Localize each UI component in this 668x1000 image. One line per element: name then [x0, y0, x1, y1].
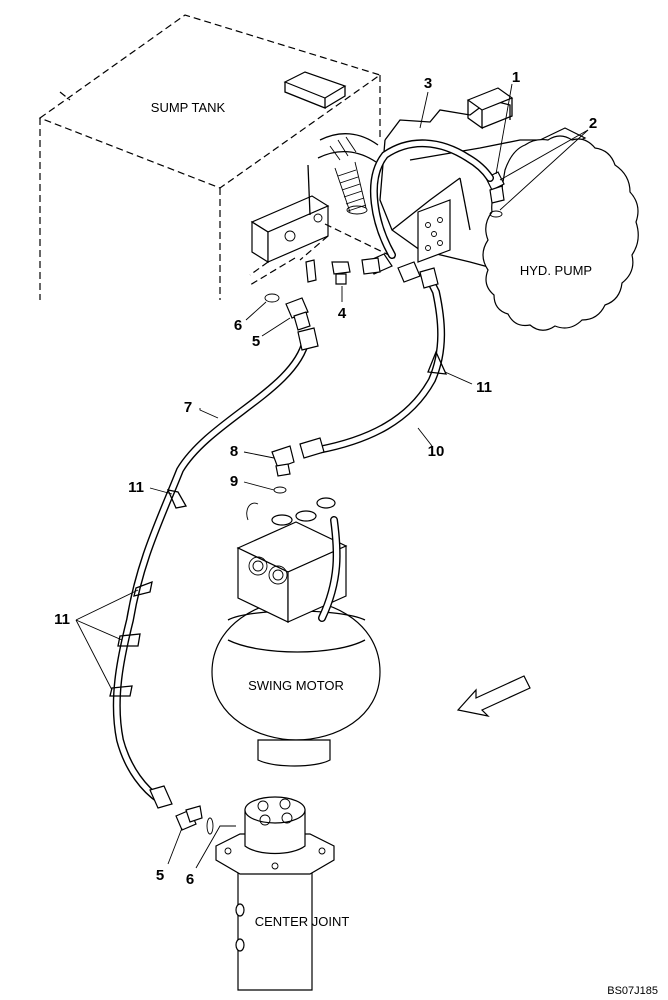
swing-motor — [211, 497, 381, 767]
callout-10: 10 — [428, 443, 445, 460]
hose-10 — [299, 261, 446, 459]
hyd-pump-assembly — [379, 87, 639, 331]
motor-elbow-fitting — [271, 445, 295, 494]
adapter-fittings-4 — [305, 257, 381, 285]
sump-tank — [38, 14, 382, 300]
callout-3: 3 — [424, 75, 432, 92]
center-joint-label: CENTER JOINT — [255, 914, 350, 929]
callout-1: 1 — [512, 69, 520, 86]
leader-lines — [75, 83, 589, 869]
callout-2: 2 — [589, 115, 597, 132]
center-joint-elbow — [175, 805, 214, 835]
callout-11-upper: 11 — [476, 379, 492, 396]
callout-7: 7 — [184, 399, 192, 416]
drawing-code: BS07J185 — [607, 985, 658, 997]
center-joint — [215, 796, 335, 991]
callout-11-mid: 11 — [128, 479, 144, 496]
callout-4: 4 — [338, 305, 347, 322]
callout-8: 8 — [230, 443, 238, 460]
callout-5-bottom: 5 — [156, 867, 164, 884]
callout-5-top: 5 — [252, 333, 260, 350]
callout-6-top: 6 — [234, 317, 242, 334]
swing-motor-label: SWING MOTOR — [248, 678, 344, 693]
callout-11-left: 11 — [54, 611, 70, 628]
sump-tank-label: SUMP TANK — [151, 100, 226, 115]
hose-clamps-11 — [109, 350, 448, 697]
suction-hose — [307, 133, 379, 216]
callout-9: 9 — [230, 473, 238, 490]
direction-arrow-icon — [456, 675, 531, 717]
hyd-pump-label: HYD. PUMP — [520, 263, 592, 278]
callout-6-bottom: 6 — [186, 871, 194, 888]
pump-elbow-fitting — [485, 171, 505, 218]
tank-elbow-fitting — [264, 293, 311, 331]
